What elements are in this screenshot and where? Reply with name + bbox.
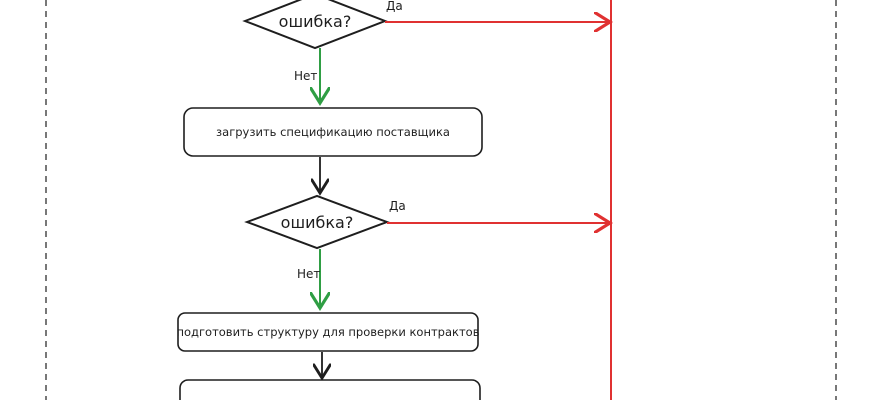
step-1-box [183, 107, 483, 157]
decision-1-label: ошибка? [279, 12, 352, 31]
step-1-label: загрузить спецификацию поставщика [216, 125, 450, 139]
decision-2-yes-label: Да [389, 199, 406, 213]
decision-1-no-label: Нет [294, 69, 317, 83]
step-3-box [179, 379, 481, 400]
decision-2-no-label: Нет [297, 267, 320, 281]
decision-2-label: ошибка? [281, 213, 354, 232]
step-2-label: подготовить структуру для проверки контр… [176, 325, 479, 339]
step-2-box [177, 312, 479, 352]
decision-1-yes-label: Да [386, 0, 403, 13]
